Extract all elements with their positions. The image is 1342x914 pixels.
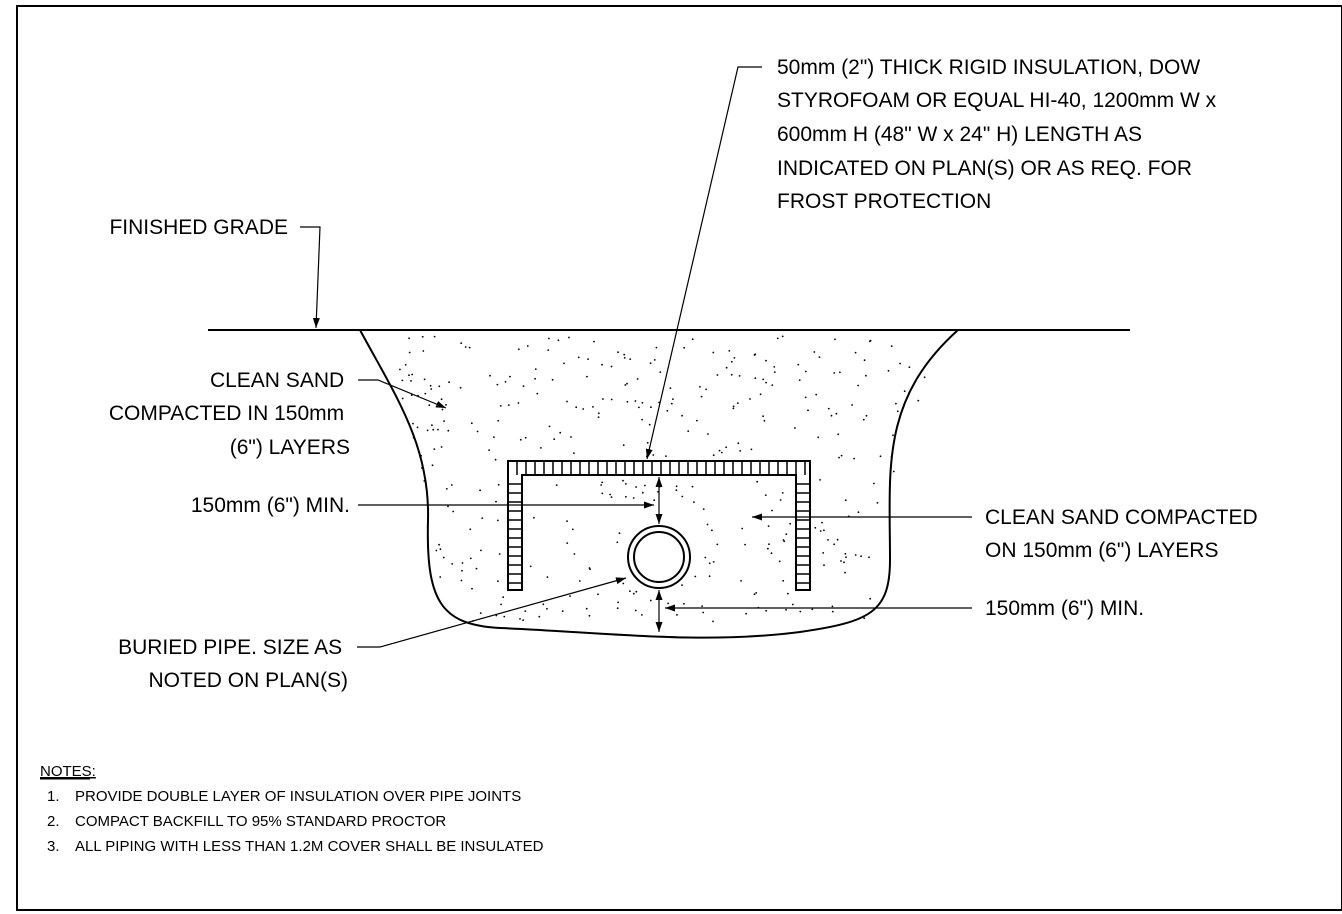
svg-text:3.: 3.	[47, 838, 60, 855]
svg-text:1.: 1.	[47, 788, 60, 805]
note-item: 2. COMPACT BACKFILL TO 95% STANDARD PROC…	[47, 813, 446, 830]
note-item: 3. ALL PIPING WITH LESS THAN 1.2M COVER …	[47, 838, 544, 855]
svg-text:PROVIDE DOUBLE LAYER OF INSULA: PROVIDE DOUBLE LAYER OF INSULATION OVER …	[75, 788, 521, 805]
buried-pipe-leader	[357, 577, 627, 648]
drawing-border	[16, 5, 1342, 911]
finished-grade-label: FINISHED GRADE	[109, 216, 288, 239]
svg-text:ALL PIPING WITH LESS THAN 1.2M: ALL PIPING WITH LESS THAN 1.2M COVER SHA…	[75, 838, 544, 855]
min-top-label: 150mm (6") MIN.	[191, 494, 350, 517]
note-item: 1. PROVIDE DOUBLE LAYER OF INSULATION OV…	[47, 788, 521, 805]
svg-text:2.: 2.	[47, 813, 60, 830]
clean-sand-right-label: CLEAN SAND COMPACTED ON 150mm (6") LAYER…	[985, 506, 1264, 562]
insulation-label: 50mm (2") THICK RIGID INSULATION, DOW ST…	[777, 56, 1222, 213]
clean-sand-left-leader	[358, 379, 447, 409]
min-bottom-label: 150mm (6") MIN.	[985, 597, 1144, 620]
sand-stipple	[399, 335, 926, 623]
svg-text:COMPACT BACKFILL TO 95% STANDA: COMPACT BACKFILL TO 95% STANDARD PROCTOR	[75, 813, 446, 830]
insulation-leader	[645, 66, 762, 460]
clean-sand-left-label: CLEAN SAND COMPACTED IN 150mm (6") LAYER…	[109, 369, 350, 459]
buried-pipe-label: BURIED PIPE. SIZE AS NOTED ON PLAN(S)	[118, 636, 348, 692]
notes-block: NOTES: 1. PROVIDE DOUBLE LAYER OF INSULA…	[40, 763, 544, 855]
rigid-insulation-board	[507, 460, 811, 591]
finished-grade-leader	[300, 226, 321, 329]
buried-pipe	[627, 525, 691, 589]
notes-heading: NOTES:	[40, 763, 96, 780]
trench-outline	[359, 329, 959, 639]
